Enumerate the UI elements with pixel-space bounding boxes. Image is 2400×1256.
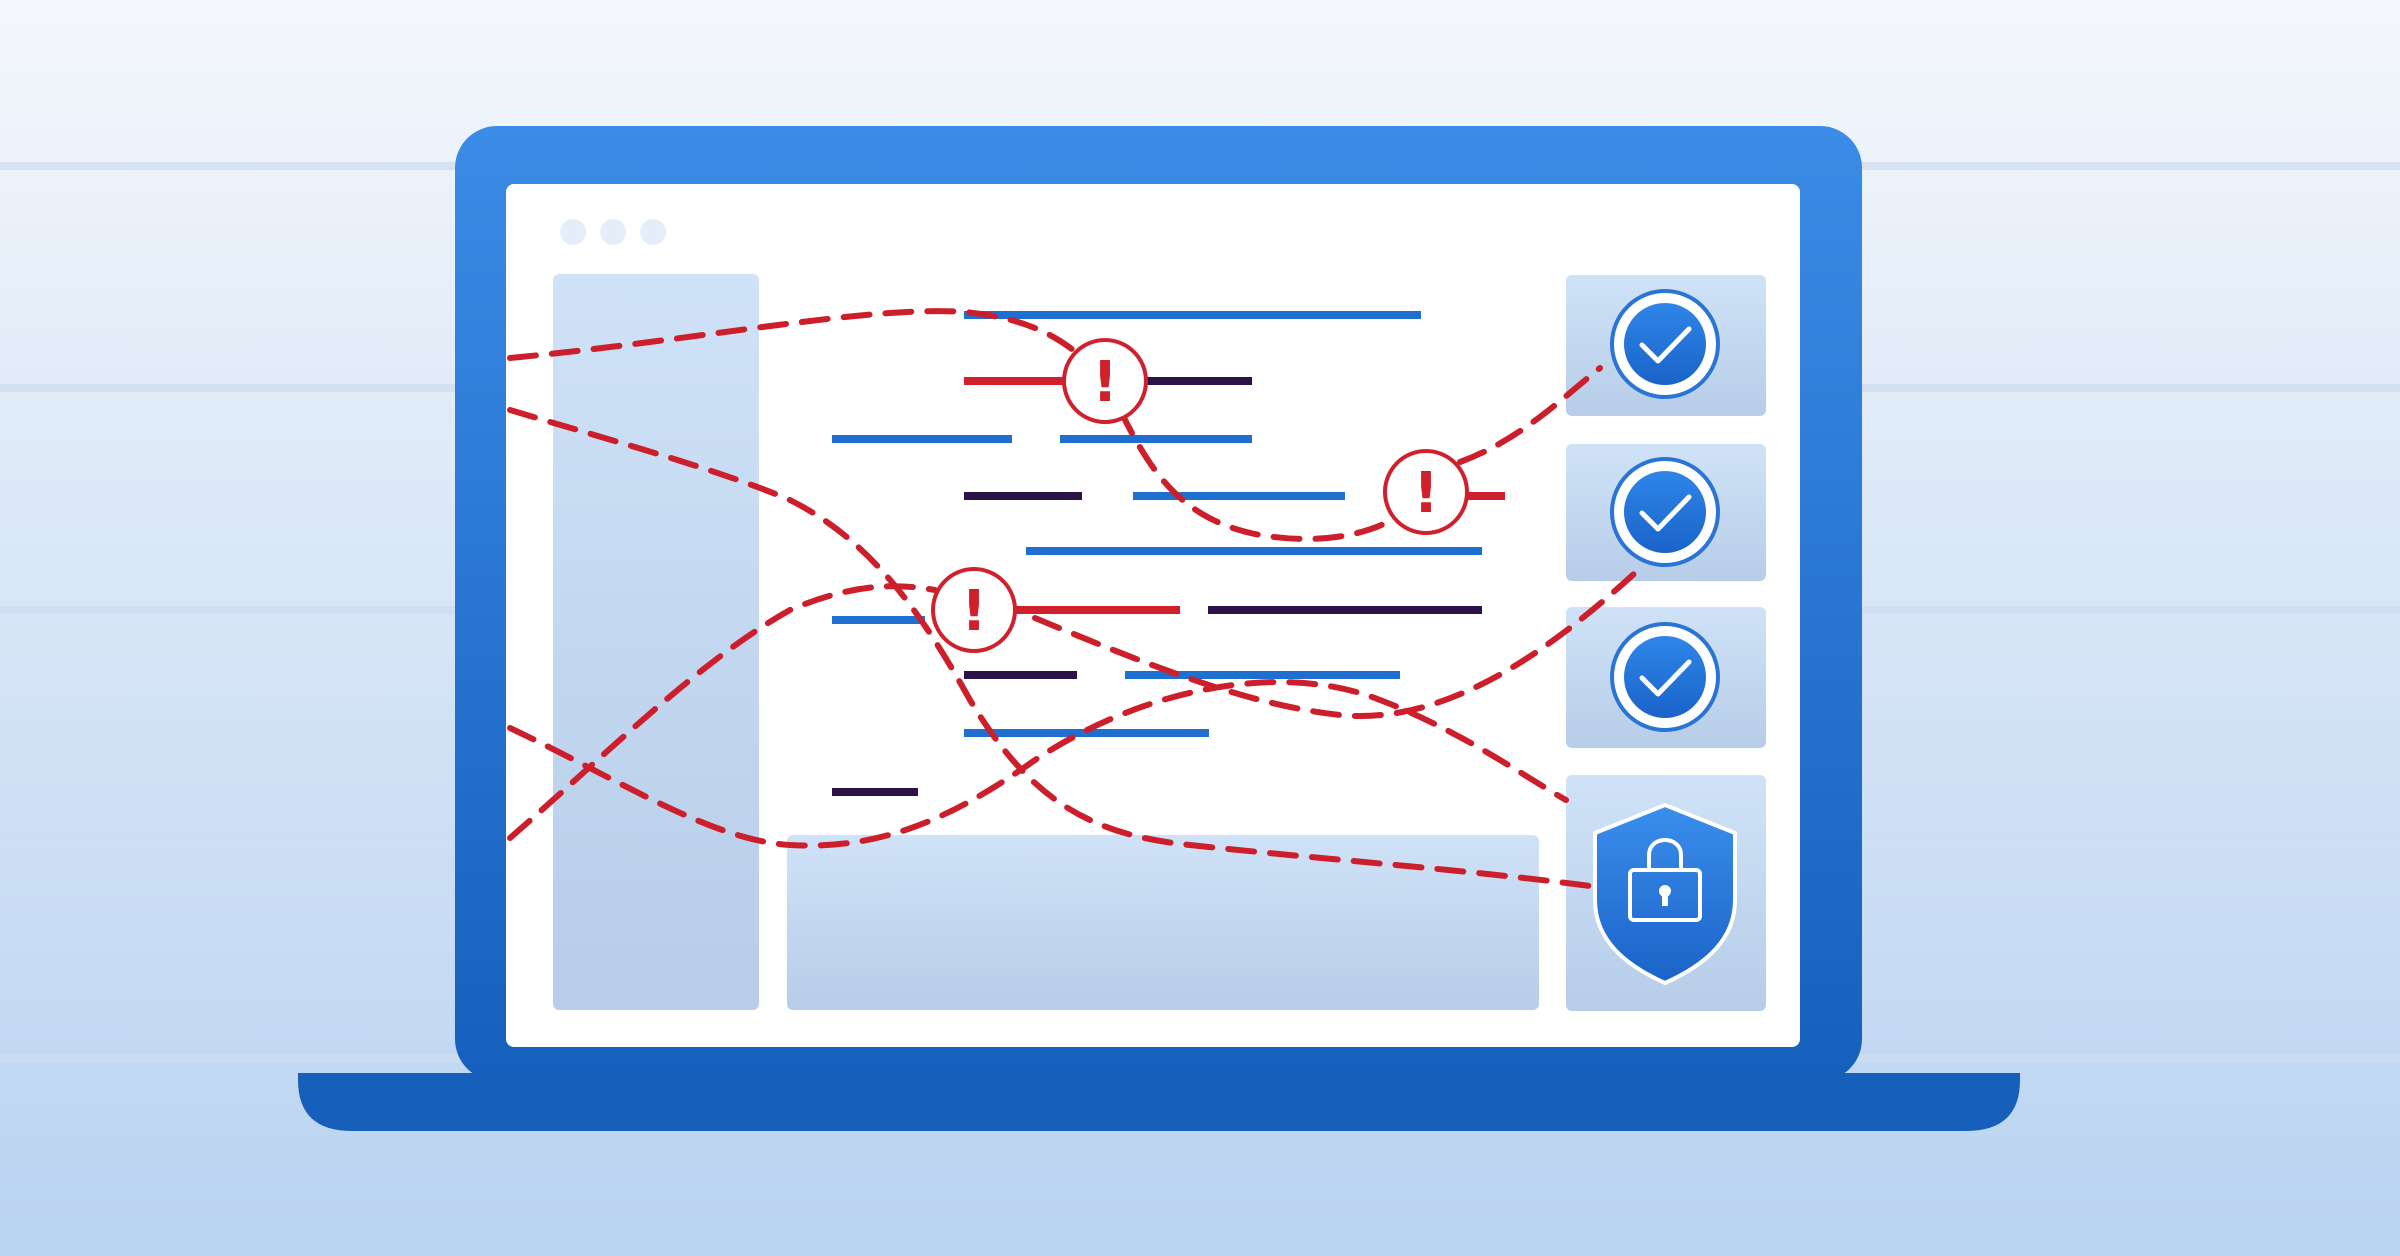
threat-path — [1457, 365, 1603, 465]
bottom-panel — [787, 835, 1539, 1010]
alert-symbol: ! — [1092, 350, 1118, 415]
threat-paths — [507, 308, 1639, 889]
threat-path — [507, 583, 938, 841]
check-badge-icon — [1610, 457, 1720, 567]
threat-path — [507, 308, 1093, 368]
window-controls — [560, 219, 666, 245]
alert-icon — [1383, 449, 1469, 535]
check-badge-icon — [1610, 622, 1720, 732]
window-dot — [640, 219, 666, 245]
window-dot — [560, 219, 586, 245]
code-lines — [832, 311, 1505, 796]
check-badge-icon — [1610, 289, 1720, 399]
laptop-screen — [506, 184, 1800, 1047]
alert-symbol: ! — [1413, 461, 1439, 526]
alert-symbol: ! — [961, 579, 987, 644]
lock-body — [1628, 868, 1702, 922]
window-dot — [600, 219, 626, 245]
threat-path — [1032, 569, 1639, 719]
alert-icon — [1062, 338, 1148, 424]
threat-path — [1117, 407, 1403, 542]
sidebar-panel — [553, 274, 759, 1010]
alert-badge: ! — [931, 567, 1017, 653]
threat-path — [507, 407, 1593, 889]
threat-path — [507, 679, 1569, 849]
alert-badge: ! — [1383, 449, 1469, 535]
lock-shackle — [1647, 838, 1683, 870]
shield-lock-icon — [1593, 803, 1737, 985]
alert-badge: ! — [1062, 338, 1148, 424]
alert-icon — [931, 567, 1017, 653]
laptop-base — [298, 1073, 2020, 1131]
